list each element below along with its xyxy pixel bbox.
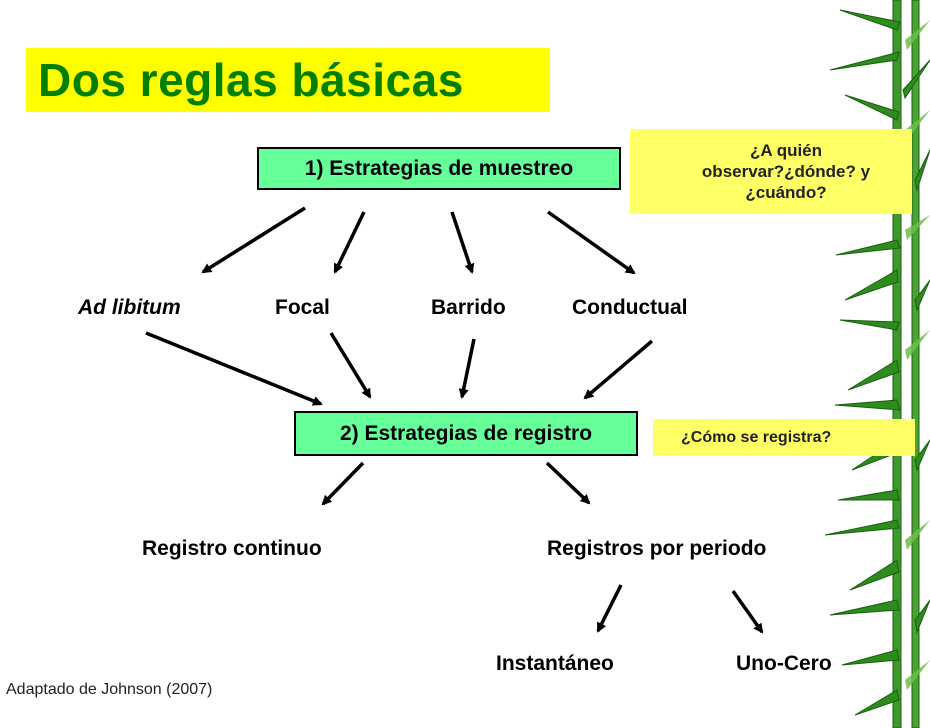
arrow-to-continuous — [321, 461, 365, 506]
source-credit: Adaptado de Johnson (2007) — [6, 681, 213, 698]
barrido-label: Barrido — [431, 296, 506, 319]
conductual-label: Conductual — [572, 296, 688, 319]
one-zero-label: Uno-Cero — [736, 652, 832, 675]
arrow-to-barrido — [450, 211, 475, 274]
arrow-to-conductual — [546, 210, 636, 275]
sampling-question-note: ¿A quién observar?¿dónde? y ¿cuándo? — [630, 129, 912, 214]
slide-title: Dos reglas básicas — [26, 48, 550, 112]
arrow-to-focal — [333, 211, 366, 274]
arrow-ad-libitum-to-recording — [145, 331, 323, 406]
instantaneous-label: Instantáneo — [496, 652, 614, 675]
recording-strategies-box: 2) Estrategias de registro — [294, 411, 638, 456]
arrow-focal-to-recording — [329, 332, 372, 399]
arrow-to-instantaneous — [596, 584, 623, 633]
ad-libitum-label: Ad libitum — [78, 296, 181, 319]
arrow-to-period — [545, 461, 591, 505]
arrow-barrido-to-recording — [458, 338, 476, 399]
arrow-conductual-to-recording — [583, 339, 654, 400]
arrow-to-ad-libitum — [201, 206, 306, 274]
recording-question-note: ¿Cómo se registra? — [653, 419, 915, 456]
continuous-recording-label: Registro continuo — [142, 537, 322, 560]
period-recording-label: Registros por periodo — [547, 537, 767, 560]
sampling-strategies-box: 1) Estrategias de muestreo — [257, 147, 621, 190]
arrow-to-one-zero — [731, 589, 764, 634]
focal-label: Focal — [275, 296, 330, 319]
